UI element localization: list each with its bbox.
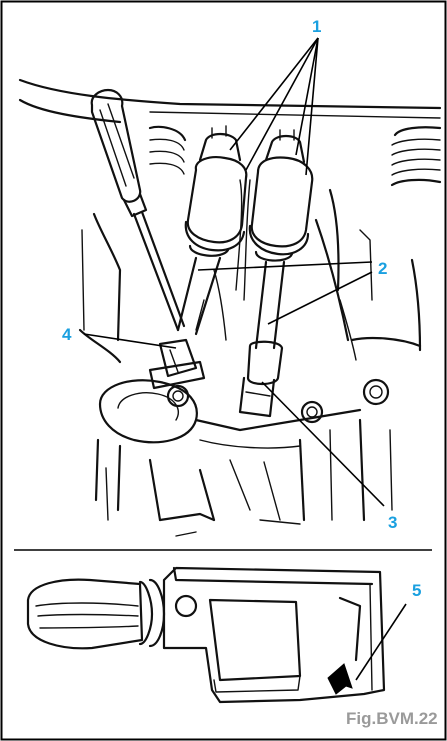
figure-caption: Fig.BVM.22: [346, 709, 438, 728]
callout-4: 4: [62, 325, 72, 344]
upper-drawing: [18, 78, 442, 537]
callout-5: 5: [412, 581, 421, 600]
lower-detail-drawing: [26, 566, 386, 704]
callout-3: 3: [388, 513, 397, 532]
push-arrow: [327, 663, 353, 695]
callout-2: 2: [378, 259, 387, 278]
leader-lines: [83, 37, 407, 681]
callout-1: 1: [312, 17, 321, 36]
